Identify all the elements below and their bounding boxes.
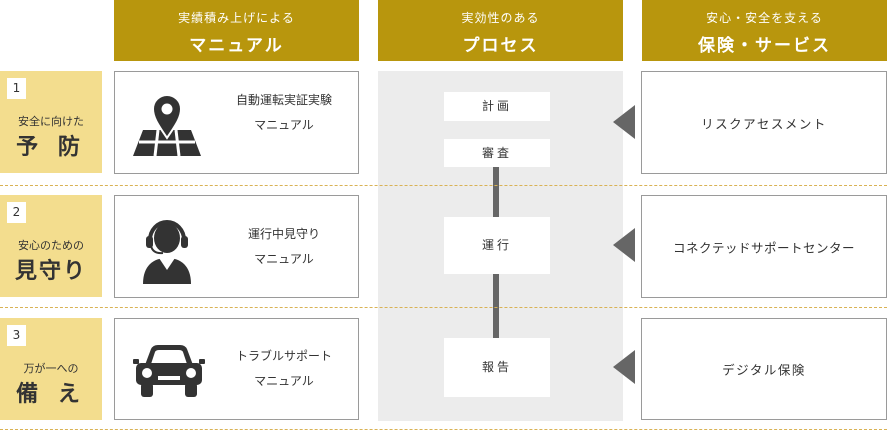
service-box-digital-insurance: デジタル保険 [641,318,887,420]
car-icon [133,345,205,397]
header-service-title: 保険・サービス [698,36,831,56]
operator-headset-icon [143,220,191,284]
arrow-left-icon [613,228,635,262]
process-step-report: 報告 [444,338,550,397]
map-pin-icon [133,94,201,157]
row-divider [0,429,887,430]
row-subtitle: 安心のための [18,239,84,252]
manual-title-line1: 自動運転実証実験 [235,93,332,107]
row-subtitle: 万が一への [23,362,79,375]
service-label: リスクアセスメント [701,116,827,131]
row-number: 2 [7,202,26,223]
manual-title-line2: マニュアル [254,118,314,132]
process-step-review: 審査 [444,139,550,167]
row-label-monitoring: 2 安心のための 見守り [0,195,102,297]
manual-title-line2: マニュアル [254,252,314,266]
manual-title-line1: トラブルサポート [235,349,332,363]
manual-box-trouble-support: トラブルサポート マニュアル [114,318,359,420]
service-label: コネクテッドサポートセンター [672,240,855,255]
row-divider [0,307,887,308]
header-process-subtitle: 実効性のある [461,11,540,25]
row-subtitle: 安全に向けた [18,115,84,128]
arrow-left-icon [613,105,635,139]
service-label: デジタル保険 [722,362,806,378]
header-process: 実効性のある プロセス [378,0,623,61]
service-box-connected-support-center: コネクテッドサポートセンター [641,195,887,298]
row-number: 3 [7,325,26,346]
service-box-risk-assessment: リスクアセスメント [641,71,887,174]
header-manual-subtitle: 実績積み上げによる [178,11,295,25]
process-step-plan: 計画 [444,92,550,121]
header-service-subtitle: 安心・安全を支える [706,11,823,25]
manual-title: 運行中見守り マニュアル [210,222,358,272]
manual-box-autonomous-test: 自動運転実証実験 マニュアル [114,71,359,174]
manual-box-in-service-monitoring: 運行中見守り マニュアル [114,195,359,298]
manual-title: トラブルサポート マニュアル [210,344,358,394]
process-connector-line [493,165,499,217]
header-process-title: プロセス [462,36,539,56]
header-service: 安心・安全を支える 保険・サービス [642,0,887,61]
row-title: 見守り [14,259,87,284]
row-title: 予 防 [16,135,86,160]
manual-title-line2: マニュアル [254,374,314,388]
manual-title-line1: 運行中見守り [247,227,320,241]
process-connector-line [493,274,499,338]
header-manual-title: マニュアル [189,36,284,56]
row-label-preparation: 3 万が一への 備 え [0,318,102,420]
header-manual: 実績積み上げによる マニュアル [114,0,359,61]
manual-title: 自動運転実証実験 マニュアル [210,88,358,138]
process-step-operation: 運行 [444,217,550,274]
row-divider [0,185,887,186]
row-title: 備 え [16,382,86,407]
row-label-prevention: 1 安全に向けた 予 防 [0,71,102,173]
row-number: 1 [7,78,26,99]
arrow-left-icon [613,350,635,384]
